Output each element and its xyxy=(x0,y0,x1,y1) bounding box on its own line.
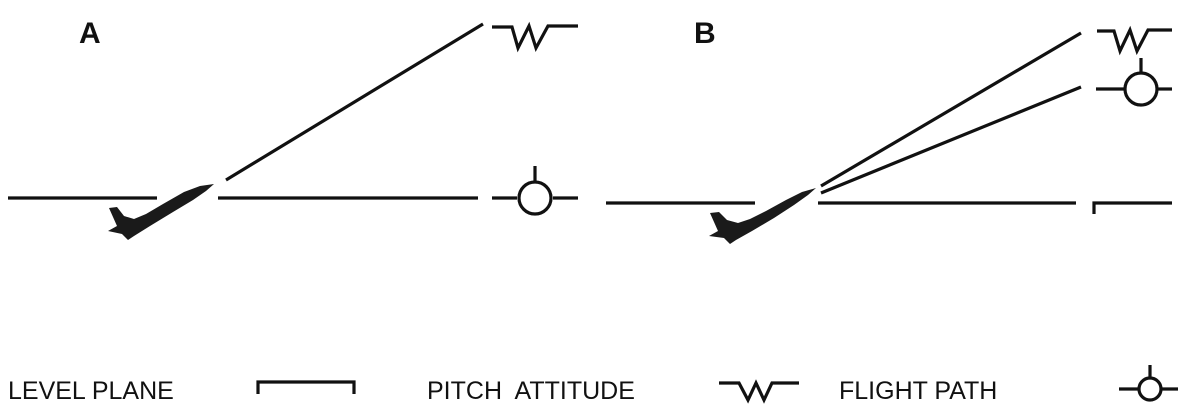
legend-level-plane-label: LEVEL PLANE xyxy=(8,377,174,405)
legend-pitch-attitude-label: PITCH ATTITUDE xyxy=(427,377,635,405)
panel-a-aircraft-icon xyxy=(108,184,214,240)
legend: LEVEL PLANE PITCH ATTITUDE FLIGHT PATH xyxy=(8,365,1178,405)
panel-b-level-plane-icon xyxy=(1094,203,1172,214)
panel-b-label: B xyxy=(694,17,716,50)
legend-item-pitch-attitude: PITCH ATTITUDE xyxy=(427,377,799,405)
panel-a-flight-path-icon xyxy=(492,166,578,214)
panel-a-label: A xyxy=(79,17,101,50)
flight-path-icon xyxy=(1119,365,1178,400)
pitch-attitude-icon xyxy=(719,383,799,400)
panel-a-pitch-attitude-icon xyxy=(492,26,578,48)
panel-a: A xyxy=(8,17,578,240)
level-plane-icon xyxy=(258,382,354,394)
panel-b-flight-path-line xyxy=(821,87,1081,193)
panel-b-aircraft-icon xyxy=(709,188,816,244)
panel-b-pitch-line xyxy=(821,33,1081,186)
panel-b-pitch-attitude-icon xyxy=(1097,30,1172,51)
panel-a-pitch-line xyxy=(226,24,483,180)
panel-b: B xyxy=(606,17,1172,244)
panel-b-flight-path-icon xyxy=(1096,58,1172,105)
legend-item-flight-path: FLIGHT PATH xyxy=(839,365,1178,405)
legend-flight-path-label: FLIGHT PATH xyxy=(839,377,997,405)
legend-item-level-plane: LEVEL PLANE xyxy=(8,377,354,405)
